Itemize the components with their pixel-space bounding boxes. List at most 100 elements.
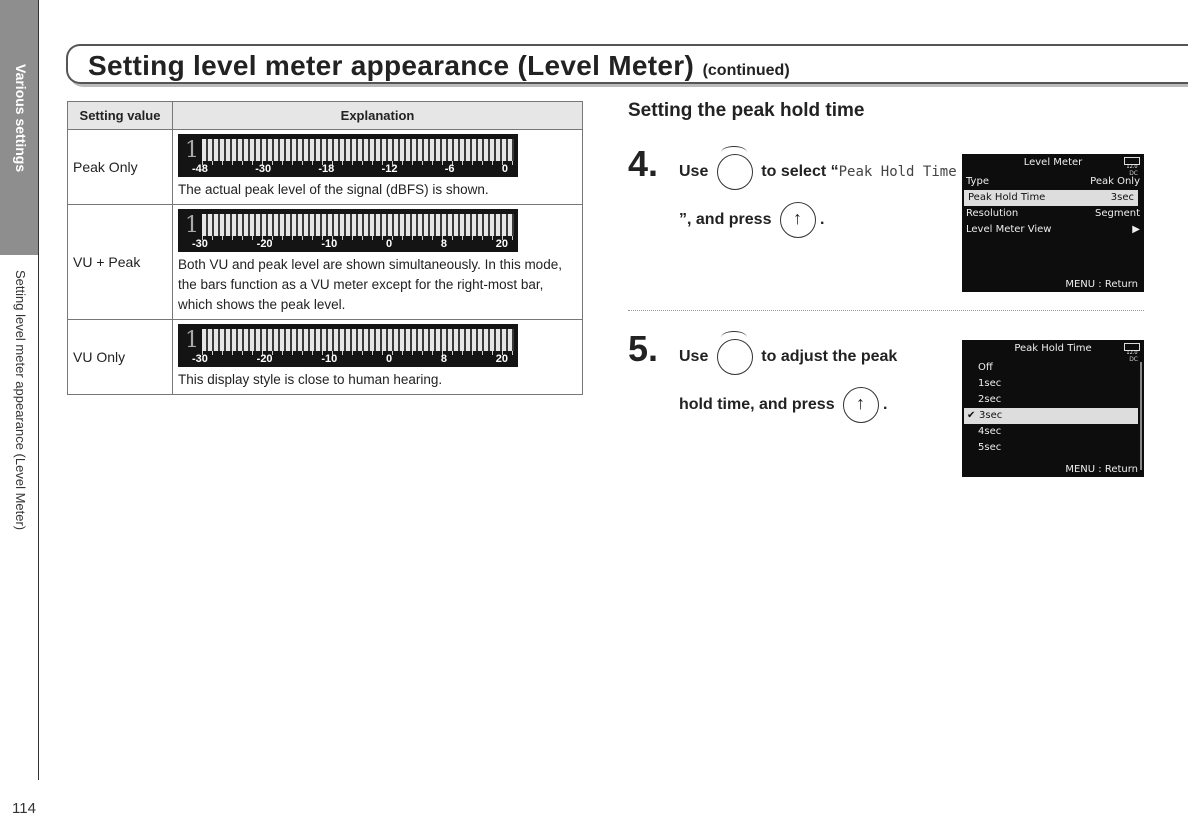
level-meter-image: 1 -30 -20 -10 0 8 20 bbox=[178, 209, 518, 252]
option-label: Off bbox=[978, 362, 993, 373]
page-title-bar: Setting level meter appearance (Level Me… bbox=[66, 44, 1188, 84]
screen-title: Peak Hold Time 12.0 DC bbox=[962, 340, 1144, 363]
step-use: Use bbox=[679, 348, 709, 366]
scale-label: 20 bbox=[495, 353, 508, 365]
explanation-cell: 1 -30 -20 -10 0 8 20 This display style … bbox=[172, 319, 583, 395]
step-number: 4. bbox=[628, 143, 659, 184]
scale-label: -6 bbox=[444, 163, 455, 175]
step-5-text: Use to adjust the peak hold time, and pr… bbox=[679, 331, 949, 423]
page-number: 114 bbox=[12, 800, 36, 817]
option-5sec: 5sec bbox=[962, 440, 1144, 456]
side-divider bbox=[38, 0, 39, 780]
meter-scale: -30 -20 -10 0 8 20 bbox=[178, 353, 518, 367]
check-icon: ✔ bbox=[967, 410, 976, 421]
screen-title-text: Peak Hold Time bbox=[1014, 343, 1092, 354]
level-meter-image: 1 -30 -20 -10 0 8 20 bbox=[178, 324, 518, 367]
scale-label: 0 bbox=[385, 238, 393, 250]
option-3sec-selected: ✔3sec bbox=[964, 408, 1138, 424]
chevron-right-icon: ▶ bbox=[1132, 224, 1140, 235]
step-after: ”, and press bbox=[679, 211, 772, 229]
screen-footer: MENU : Return bbox=[1065, 279, 1138, 290]
meter-channel: 1 bbox=[185, 213, 199, 238]
option-label: 5sec bbox=[978, 442, 1002, 453]
setting-value: Peak Only bbox=[67, 129, 173, 205]
explanation-text: The actual peak level of the signal (dBF… bbox=[178, 182, 489, 197]
dc-label: DC bbox=[1129, 170, 1138, 177]
scale-label: -12 bbox=[381, 163, 398, 175]
meter-channel: 1 bbox=[185, 138, 199, 163]
step-line1: to adjust the peak bbox=[761, 348, 898, 366]
table-row: VU Only 1 -30 -20 -10 0 8 20 This displa… bbox=[67, 319, 583, 395]
explanation-cell: 1 -48 -30 -18 -12 -6 0 The actual peak l… bbox=[172, 129, 583, 205]
device-screen-peak-hold-time: Peak Hold Time 12.0 DC Off 1sec 2sec ✔3s… bbox=[962, 340, 1144, 477]
meter-ticks bbox=[202, 161, 514, 165]
step-4-text: Use to select “Peak Hold Time ”, and pre… bbox=[679, 146, 957, 238]
dial-icon bbox=[716, 146, 753, 190]
side-section-label: Various settings bbox=[13, 64, 29, 173]
scale-label: 0 bbox=[501, 163, 508, 175]
level-meter-image: 1 -48 -30 -18 -12 -6 0 bbox=[178, 134, 518, 177]
page-title: Setting level meter appearance (Level Me… bbox=[88, 50, 695, 81]
meter-bars bbox=[202, 329, 514, 351]
step-use: Use bbox=[679, 163, 709, 181]
side-topic-label: Setting level meter appearance (Level Me… bbox=[13, 270, 28, 531]
step-end: . bbox=[883, 396, 888, 414]
settings-table: Setting value Explanation Peak Only 1 -4… bbox=[67, 101, 583, 395]
option-label: 3sec bbox=[979, 410, 1003, 421]
row-value: 3sec bbox=[1110, 192, 1134, 203]
step-divider bbox=[628, 310, 1144, 311]
section-heading: Setting the peak hold time bbox=[628, 100, 865, 121]
option-1sec: 1sec bbox=[962, 376, 1144, 392]
row-value: Peak Only bbox=[1090, 176, 1140, 187]
row-label: Type bbox=[966, 176, 989, 187]
dial-icon bbox=[716, 331, 753, 375]
press-dial-icon: ↑ bbox=[843, 387, 880, 423]
screen-footer: MENU : Return bbox=[1065, 464, 1138, 475]
page-title-suffix: (continued) bbox=[702, 62, 790, 79]
meter-channel: 1 bbox=[185, 328, 199, 353]
screen-row-level-meter-view: Level Meter View ▶ bbox=[962, 222, 1144, 238]
option-2sec: 2sec bbox=[962, 392, 1144, 408]
meter-bars bbox=[202, 214, 514, 236]
scale-label: 20 bbox=[495, 238, 508, 250]
battery-icon: 12.0 bbox=[1124, 157, 1140, 170]
dc-label: DC bbox=[1129, 356, 1138, 363]
option-label: 4sec bbox=[978, 426, 1002, 437]
battery-icon: 12.0 bbox=[1124, 343, 1140, 356]
scale-label: -10 bbox=[321, 238, 338, 250]
menu-item-code: Peak Hold Time bbox=[838, 164, 957, 181]
header-explanation: Explanation bbox=[172, 101, 583, 130]
meter-scale: -30 -20 -10 0 8 20 bbox=[178, 238, 518, 252]
step-select: to select “ bbox=[761, 163, 839, 181]
setting-value: VU + Peak bbox=[67, 204, 173, 320]
step-end: . bbox=[819, 211, 825, 229]
explanation-cell: 1 -30 -20 -10 0 8 20 Both VU and peak le… bbox=[172, 204, 583, 320]
scale-label: -48 bbox=[192, 163, 208, 175]
step-number: 5. bbox=[628, 328, 659, 369]
press-dial-icon: ↑ bbox=[779, 202, 816, 238]
screen-scrollbar bbox=[1140, 362, 1142, 470]
meter-scale: -48 -30 -18 -12 -6 0 bbox=[178, 163, 518, 177]
table-row: VU + Peak 1 -30 -20 -10 0 8 20 Both VU a… bbox=[67, 204, 583, 320]
scale-label: 8 bbox=[440, 353, 447, 365]
scale-label: 0 bbox=[385, 353, 393, 365]
screen-title: Level Meter 12.0 DC bbox=[962, 154, 1144, 177]
device-screen-level-meter: Level Meter 12.0 DC Type Peak Only Peak H… bbox=[962, 154, 1144, 292]
option-label: 1sec bbox=[978, 378, 1002, 389]
row-label: Level Meter View bbox=[966, 224, 1052, 235]
scale-label: -30 bbox=[255, 163, 272, 175]
option-4sec: 4sec bbox=[962, 424, 1144, 440]
side-tab: Various settings Setting level meter app… bbox=[0, 0, 39, 780]
option-label: 2sec bbox=[978, 394, 1002, 405]
header-setting-value: Setting value bbox=[67, 101, 173, 130]
meter-bars bbox=[202, 139, 514, 161]
scale-label: -20 bbox=[256, 238, 273, 250]
table-header-row: Setting value Explanation bbox=[67, 101, 583, 130]
row-value: Segment bbox=[1095, 208, 1140, 219]
meter-ticks bbox=[202, 236, 514, 240]
table-row: Peak Only 1 -48 -30 -18 -12 -6 0 The act… bbox=[67, 129, 583, 205]
scale-label: -30 bbox=[192, 238, 208, 250]
side-tab-highlight bbox=[0, 0, 38, 255]
